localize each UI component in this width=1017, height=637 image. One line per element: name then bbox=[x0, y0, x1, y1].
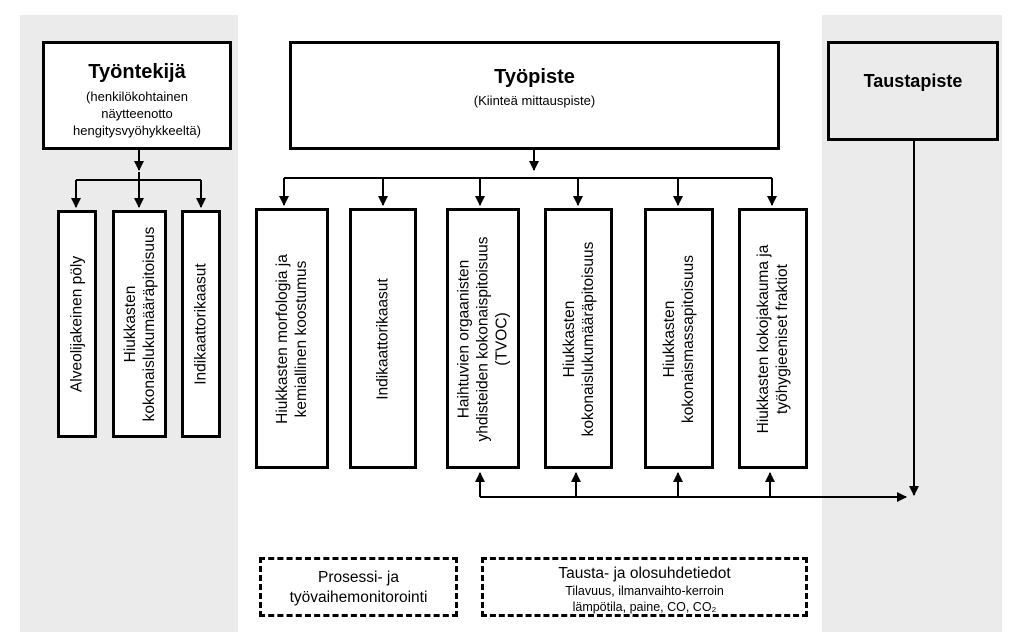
worker-subtitle-line-2: näytteenotto bbox=[101, 106, 173, 121]
workplace-measure-3-line-3: (TVOC) bbox=[493, 311, 511, 366]
workplace-measure-particle-count: Hiukkasten kokonaislukumääräpitoisuus bbox=[544, 208, 613, 469]
process-monitoring-line-2: työvaihemonitorointi bbox=[289, 589, 428, 606]
worker-measure-3-line-1: Indikaattorikaasut bbox=[192, 263, 210, 385]
worker-subtitle-line-3: hengitysvyöhykkeeltä) bbox=[73, 123, 201, 138]
workplace-measure-6-line-1: Hiukkasten kokojakauma ja bbox=[755, 244, 772, 433]
workplace-measure-1-line-1: Hiukkasten morfologia ja bbox=[274, 253, 291, 424]
workplace-subtitle: (Kiinteä mittauspiste) bbox=[473, 93, 596, 108]
worker-subtitle: (henkilökohtainen näytteenotto hengitysv… bbox=[45, 88, 229, 139]
workplace-measure-5-line-1: Hiukkasten bbox=[661, 300, 678, 377]
workplace-measure-2-line-1: Indikaattorikaasut bbox=[374, 277, 392, 400]
conditions-title: Tausta- ja olosuhdetiedot bbox=[558, 565, 731, 582]
workplace-measure-indicator-gases: Indikaattorikaasut bbox=[349, 208, 417, 469]
workplace-measure-tvoc: Haihtuvien orgaanisten yhdisteiden kokon… bbox=[446, 208, 520, 469]
worker-measure-2-line-1: Hiukkasten bbox=[121, 285, 139, 363]
workplace-box: Työpiste (Kiinteä mittauspiste) bbox=[289, 41, 780, 150]
worker-measure-1-line-1: Alveolijakeinen pöly bbox=[68, 255, 86, 393]
workplace-measure-3-line-2: yhdisteiden kokonaispitoisuus bbox=[474, 235, 492, 442]
workplace-measure-6-line-2: työhygieeniset fraktiot bbox=[774, 263, 791, 414]
worker-subtitle-line-1: (henkilökohtainen bbox=[86, 89, 188, 104]
workplace-measure-1-line-2: kemiallinen koostumus bbox=[293, 260, 310, 417]
worker-title: Työntekijä bbox=[88, 61, 186, 83]
conditions-line-2: lämpötila, paine, CO, CO₂ bbox=[572, 600, 717, 614]
worker-box: Työntekijä (henkilökohtainen näytteenott… bbox=[42, 41, 232, 150]
worker-measure-particle-count: Hiukkasten kokonaislukumääräpitoisuus bbox=[112, 210, 167, 438]
worker-measure-2-line-2: kokonaislukumääräpitoisuus bbox=[140, 226, 158, 422]
workplace-measure-3-line-1: Haihtuvien orgaanisten bbox=[455, 259, 473, 418]
background-point-box: Taustapiste bbox=[827, 41, 999, 141]
workplace-measure-4-line-1: Hiukkasten bbox=[560, 300, 578, 377]
process-monitoring-line-1: Prosessi- ja bbox=[318, 569, 399, 586]
background-point-title: Taustapiste bbox=[863, 71, 963, 91]
workplace-measure-size-distribution: Hiukkasten kokojakauma ja työhygieeniset… bbox=[738, 208, 808, 469]
workplace-measure-5-line-2: kokonaismassapitoisuus bbox=[680, 254, 697, 423]
background-conditions-box: Tausta- ja olosuhdetiedot Tilavuus, ilma… bbox=[481, 557, 808, 617]
workplace-measure-4-line-2: kokonaislukumääräpitoisuus bbox=[579, 241, 597, 436]
workplace-title: Työpiste bbox=[494, 66, 575, 88]
worker-measure-indicator-gases: Indikaattorikaasut bbox=[181, 210, 221, 438]
worker-measure-alveolar-dust: Alveolijakeinen pöly bbox=[57, 210, 97, 438]
process-monitoring-box: Prosessi- ja työvaihemonitorointi bbox=[259, 557, 458, 617]
workplace-measure-morphology: Hiukkasten morfologia ja kemiallinen koo… bbox=[255, 208, 329, 469]
conditions-line-1: Tilavuus, ilmanvaihto-kerroin bbox=[565, 584, 724, 598]
workplace-measure-particle-mass: Hiukkasten kokonaismassapitoisuus bbox=[644, 208, 714, 469]
